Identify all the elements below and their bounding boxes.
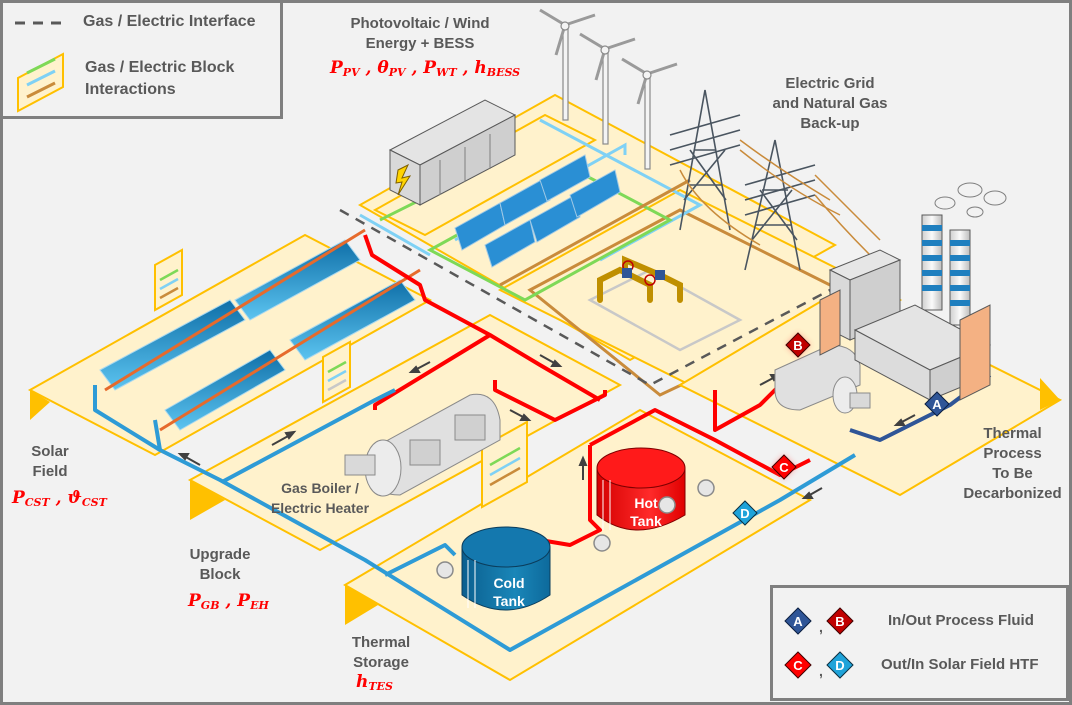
legend-interface-label: Gas / Electric Interface (83, 13, 256, 30)
trough-row-icon (99, 228, 366, 392)
interaction-panel-icon (322, 340, 351, 404)
marker-cd-icons: C , D (784, 651, 854, 679)
flow-arrows (177, 354, 916, 598)
marker-c: C (771, 454, 797, 480)
hot-tank-label: Hot (634, 495, 658, 511)
pump-icon (658, 496, 676, 514)
pv-wind-vars: PPV , θPV , PWT , hBESS (330, 58, 521, 79)
grid-title: Electric Grid and Natural Gas Back-up (772, 75, 888, 132)
pv-wind-title: Photovoltaic / Wind Energy + BESS (350, 15, 490, 52)
gas-boiler-icon (344, 393, 501, 497)
storage-block (343, 408, 813, 682)
svg-text:B: B (835, 614, 844, 629)
gas-boiler-label: Gas Boiler / Electric Heater (270, 480, 370, 516)
marker-b: B (785, 332, 811, 358)
svg-text:C: C (779, 460, 789, 475)
solar-field-vars: PCST , ϑCST (12, 488, 107, 509)
marker-a: A (924, 391, 950, 417)
pv-panels (454, 154, 621, 268)
wind-turbine-icon (539, 8, 596, 121)
svg-text:,: , (819, 663, 823, 679)
svg-text:B: B (793, 338, 802, 353)
pumps (436, 479, 715, 579)
svg-text:A: A (932, 397, 942, 412)
svg-text:D: D (835, 658, 844, 673)
cold-tank-icon (461, 526, 551, 611)
legend-bottom-right: A , B In/Out Process Fluid C , D Out/In … (770, 585, 1069, 701)
pump-icon (697, 479, 715, 497)
factory-icon (819, 182, 1007, 401)
legend-top-left: Gas / Electric Interface Gas / Electric … (3, 3, 283, 119)
transmission-towers (669, 89, 881, 271)
power-tower-icon (744, 139, 816, 271)
upgrade-block-title: Upgrade Block (189, 546, 251, 583)
legend-block-label: Gas / Electric Block Interactions (85, 59, 235, 98)
svg-text:D: D (740, 506, 749, 521)
svg-text:,: , (819, 619, 823, 635)
thermal-process-title: Thermal Process To Be Decarbonized (963, 425, 1062, 502)
legend-process-fluid-label: In/Out Process Fluid (888, 612, 1034, 629)
hot-tank-icon (596, 447, 686, 531)
svg-text:A: A (793, 614, 803, 629)
wind-turbine-icon (579, 32, 636, 145)
thermal-storage-vars: hTES (356, 672, 393, 693)
cold-tank-label: Cold (493, 575, 524, 591)
marker-ab-icons: A , B (784, 607, 854, 635)
pump-icon (436, 561, 454, 579)
hot-tank-label-2: Tank (630, 513, 662, 529)
upgrade-block-vars: PGB , PEH (188, 591, 269, 612)
wind-turbine-icon (621, 57, 678, 170)
solar-field-block (27, 233, 433, 457)
dashed-line-icon (15, 21, 67, 25)
thermal-storage-title: Thermal Storage (351, 634, 411, 671)
marker-d: D (732, 500, 758, 526)
svg-text:C: C (793, 658, 803, 673)
trough-row-icon (159, 268, 421, 432)
gas-station-icon (597, 255, 683, 303)
parabolic-troughs (99, 228, 421, 432)
interaction-panel-icon (17, 52, 64, 113)
cold-tank-label-2: Tank (493, 593, 525, 609)
battery-storage-icon (388, 99, 517, 206)
interaction-panel-icon (154, 248, 183, 312)
solar-field-title: Solar Field (31, 443, 69, 480)
legend-solar-htf-label: Out/In Solar Field HTF (881, 656, 1039, 673)
wind-turbines (539, 8, 678, 170)
process-heater-icon (774, 344, 871, 414)
gas-electric-interface-line (339, 208, 831, 387)
pump-icon (593, 534, 611, 552)
